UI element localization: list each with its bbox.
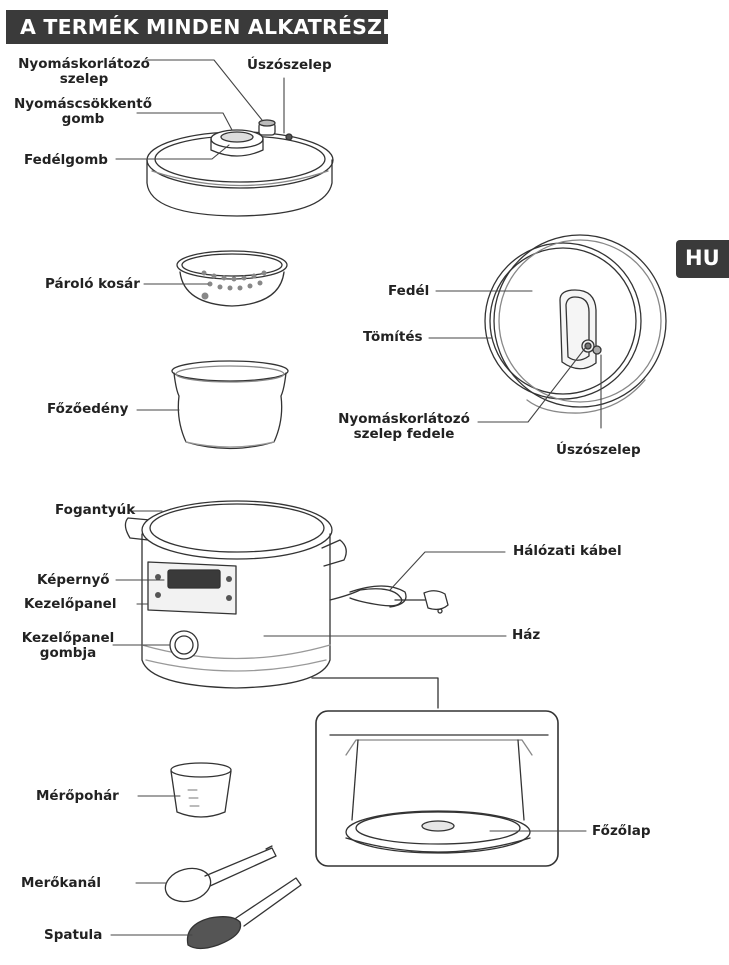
inner-pot-illustration (171, 360, 289, 450)
lid-illustration (146, 119, 334, 217)
language-code: HU (685, 246, 720, 270)
heating-plate-connector (311, 677, 439, 709)
label-float-valve-top: Úszószelep (247, 57, 332, 73)
label-measuring-cup: Mérőpohár (36, 788, 119, 804)
steam-basket-illustration (176, 250, 288, 307)
label-steam-basket: Pároló kosár (45, 276, 140, 292)
label-pressure-limiting-valve: Nyomáskorlátozó szelep (18, 56, 150, 87)
heating-plate-illustration (315, 710, 559, 867)
language-badge: HU (676, 240, 729, 278)
label-power-cable: Hálózati kábel (513, 543, 622, 559)
label-seal: Tömítés (363, 329, 423, 345)
label-lid-button: Fedélgomb (24, 152, 108, 168)
label-ladle: Merőkanál (21, 875, 101, 891)
label-pressure-release-button: Nyomáscsökkentő gomb (14, 96, 152, 127)
label-heating-plate: Főzőlap (592, 823, 651, 839)
label-control-knob: Kezelőpanel gombja (21, 630, 115, 661)
label-spatula: Spatula (44, 927, 103, 943)
label-float-valve-right: Úszószelep (556, 442, 641, 458)
label-control-panel: Kezelőpanel (24, 596, 117, 612)
ladle-illustration (164, 845, 277, 903)
leader-lines (110, 59, 602, 936)
label-lid: Fedél (388, 283, 430, 299)
label-valve-cover: Nyomáskorlátozó szelep fedele (338, 411, 470, 442)
cooker-body-illustration (124, 500, 449, 689)
label-display: Képernyő (37, 572, 110, 588)
section-title: A TERMÉK MINDEN ALKATRÉSZE (20, 15, 397, 39)
label-handles: Fogantyúk (55, 502, 136, 518)
open-lid-illustration (484, 234, 667, 414)
label-inner-pot: Főzőedény (47, 401, 129, 417)
spatula-illustration (186, 877, 302, 950)
section-title-bar: A TERMÉK MINDEN ALKATRÉSZE (6, 10, 396, 44)
measuring-cup-illustration (170, 762, 232, 818)
label-housing: Ház (512, 627, 541, 643)
